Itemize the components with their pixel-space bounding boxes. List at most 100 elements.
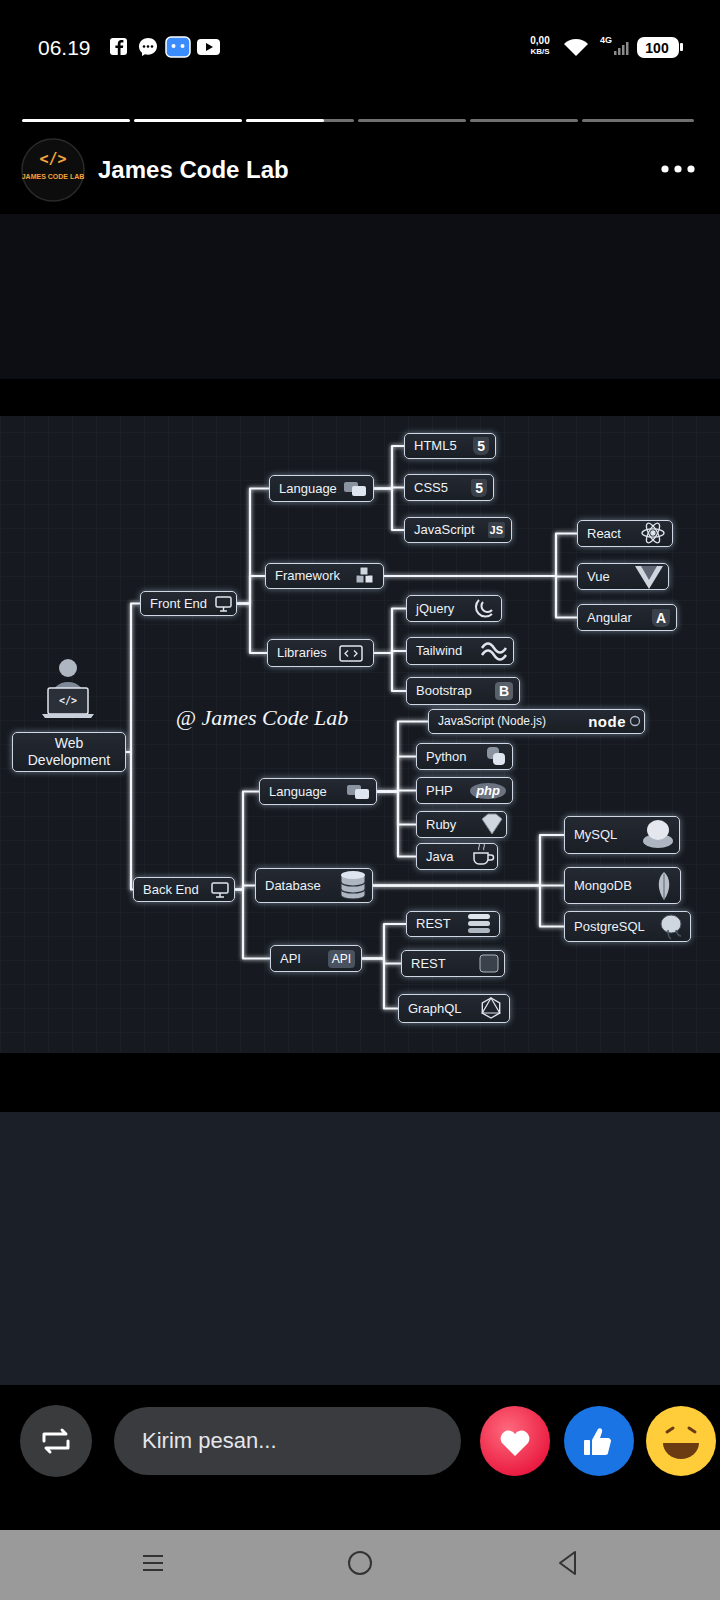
framework-icon xyxy=(356,575,364,583)
logo-badge: php xyxy=(470,783,506,799)
connector-line xyxy=(237,576,265,604)
tech-box: Ruby xyxy=(416,811,507,838)
category-box: Database xyxy=(255,868,373,903)
node-label: Back End xyxy=(143,882,199,898)
category-box: Language xyxy=(269,475,374,502)
node-label: Language xyxy=(269,784,327,800)
tech-box: Python xyxy=(416,743,513,770)
app-icon xyxy=(181,44,185,48)
root-box: Web Development xyxy=(12,732,126,772)
node-label: Bootstrap xyxy=(416,683,472,699)
logo-badge: 5 xyxy=(471,479,487,497)
message-input: Kirim pesan... xyxy=(114,1407,461,1475)
node-label: JavaScript (Node.js) xyxy=(438,714,546,728)
rest-icon xyxy=(480,955,498,972)
node-label: Front End xyxy=(150,596,207,612)
tech-box: PHPphp xyxy=(416,777,513,804)
node-label: Kirim pesan... xyxy=(142,1428,277,1454)
tech-box: MySQL xyxy=(564,816,680,854)
tech-box: MongoDB xyxy=(564,867,681,904)
header-band xyxy=(0,0,720,214)
react-logo xyxy=(644,521,662,544)
tech-box: Tailwind xyxy=(406,637,514,665)
node-label: Language xyxy=(279,481,337,497)
postgresql-logo xyxy=(668,930,681,939)
progress-bar xyxy=(582,119,694,122)
node-label: Angular xyxy=(587,610,632,626)
graphql-logo xyxy=(482,998,499,1013)
logo-badge: B xyxy=(495,682,513,700)
connector-line xyxy=(362,959,398,1009)
connector-line xyxy=(377,792,416,857)
tech-box: CSS5 5 xyxy=(404,474,494,501)
facebook-icon xyxy=(115,40,123,55)
react-logo xyxy=(651,531,655,535)
progress-bar xyxy=(470,119,578,122)
tech-box: jQuery xyxy=(406,595,502,622)
app-icon xyxy=(166,37,190,57)
connector-line xyxy=(126,752,133,890)
like-reaction xyxy=(592,1428,611,1455)
tech-box: React xyxy=(577,520,673,547)
love-reaction xyxy=(480,1406,550,1476)
node-label: Libraries xyxy=(277,645,327,661)
like-reaction xyxy=(584,1440,590,1455)
connector-line xyxy=(374,489,404,531)
connector-line xyxy=(362,924,406,959)
category-box: APIAPI xyxy=(270,945,362,972)
rest-icon xyxy=(468,928,490,933)
facebook-icon xyxy=(110,38,127,55)
connector-line xyxy=(126,604,140,753)
connector-line xyxy=(374,446,404,489)
database-icon xyxy=(341,882,365,893)
node-label: jQuery xyxy=(416,601,454,617)
person-head xyxy=(59,659,77,677)
logo-badge: 5 xyxy=(473,437,489,455)
avatar xyxy=(22,139,84,201)
mongodb-logo xyxy=(659,872,670,900)
monitor-icon xyxy=(220,607,227,611)
label-text: 0,00 xyxy=(530,36,549,46)
label-text: 100 xyxy=(645,41,668,55)
progress-bar xyxy=(246,119,354,122)
node-label: JavaScript xyxy=(414,522,475,538)
node-label: CSS5 xyxy=(414,480,448,496)
connector-line xyxy=(374,609,406,654)
messenger-icon xyxy=(143,45,146,48)
tech-box: Bootstrap B xyxy=(406,677,520,705)
node-label: Framework xyxy=(275,568,340,584)
mysql-logo xyxy=(643,834,673,848)
connector-line xyxy=(377,792,416,825)
tech-box: REST xyxy=(401,950,505,977)
libraries-icon xyxy=(345,651,357,657)
progress-bar xyxy=(134,119,242,122)
battery-icon xyxy=(637,37,679,58)
label-text: 06.19 xyxy=(38,37,91,58)
signal-bar xyxy=(618,48,621,55)
story-band xyxy=(0,1053,720,1112)
app-icon xyxy=(172,44,176,48)
node-label: MySQL xyxy=(574,827,617,843)
language-icon xyxy=(352,486,366,496)
tech-box: Vue xyxy=(577,563,669,590)
nav-bar xyxy=(0,1530,720,1600)
story-band xyxy=(0,1112,720,1385)
tech-box: PostgreSQL xyxy=(564,911,691,942)
monitor-icon xyxy=(216,893,224,897)
messenger-icon xyxy=(151,45,154,48)
postgresql-logo xyxy=(661,915,681,933)
python-logo xyxy=(493,753,505,765)
java-logo xyxy=(478,844,484,850)
logo-badge: A xyxy=(652,609,670,627)
love-reaction xyxy=(501,1431,530,1456)
node-label: API xyxy=(280,951,301,967)
node-label: MongoDB xyxy=(574,878,632,894)
tech-box: GraphQL xyxy=(398,994,510,1023)
connector-line xyxy=(374,653,406,691)
haha-reaction xyxy=(646,1406,716,1476)
reply-bar xyxy=(0,1385,720,1530)
node-label: REST xyxy=(411,956,446,972)
monitor-icon xyxy=(212,883,228,893)
signal-bar xyxy=(614,51,617,55)
language-icon xyxy=(355,789,369,799)
